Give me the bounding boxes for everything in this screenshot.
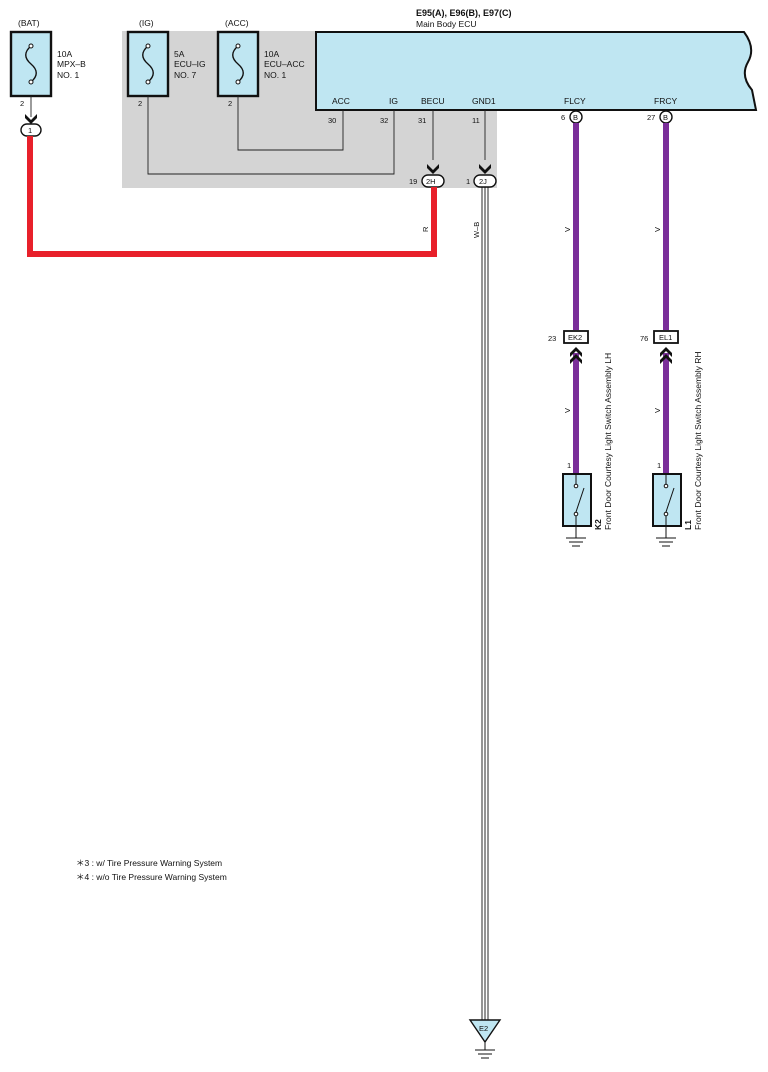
terminal-acc-label: ACC <box>332 96 350 106</box>
ecu-body <box>315 31 758 111</box>
flcy-connector-circle: B <box>569 110 583 124</box>
svg-text:23: 23 <box>548 334 556 343</box>
pin-frcy: 27 <box>647 113 655 122</box>
svg-text:ECU–ACC: ECU–ACC <box>264 59 305 69</box>
violet-wires <box>573 123 669 474</box>
violet-code-1: V <box>563 227 572 232</box>
ecu-name: Main Body ECU <box>416 19 476 29</box>
ground-e2: E2 <box>468 1019 502 1059</box>
chevron-icons <box>25 114 491 174</box>
pin-ig: 32 <box>380 116 388 125</box>
switch-l1-name: Front Door Courtesy Light Switch Assembl… <box>693 351 703 530</box>
svg-text:MPX–B: MPX–B <box>57 59 86 69</box>
red-wire <box>27 136 437 257</box>
svg-text:1: 1 <box>657 461 661 470</box>
pin-gnd1: 11 <box>472 116 480 125</box>
svg-text:76: 76 <box>640 334 648 343</box>
terminal-flcy-label: FLCY <box>564 96 586 106</box>
bat-junction-oval: 1 <box>20 123 42 137</box>
svg-text:5A: 5A <box>174 49 185 59</box>
pin-flcy: 6 <box>561 113 565 122</box>
svg-text:EL1: EL1 <box>659 333 672 342</box>
internal-wiring <box>30 96 486 175</box>
fuse-ecu-acc: (ACC) 10A ECU–ACC NO. 1 2 <box>216 18 305 108</box>
switch-l1-code: L1 <box>683 520 693 530</box>
svg-text:B: B <box>663 113 668 122</box>
pin-acc: 30 <box>328 116 336 125</box>
violet-code-4: V <box>653 408 662 413</box>
terminal-becu-label: BECU <box>421 96 445 106</box>
switch-l1: 1 <box>652 461 682 547</box>
svg-text:NO. 7: NO. 7 <box>174 70 196 80</box>
wb-ground-wire <box>481 187 489 1020</box>
frcy-connector-circle: B <box>659 110 673 124</box>
svg-text:NO. 1: NO. 1 <box>264 70 286 80</box>
connector-ek2: 23 EK2 <box>548 330 589 364</box>
violet-code-3: V <box>563 408 572 413</box>
terminal-ig-label: IG <box>389 96 398 106</box>
svg-text:2: 2 <box>20 99 24 108</box>
fuse-mpx-b: (BAT) 10A MPX–B NO. 1 2 <box>9 18 86 108</box>
junction-2h-oval: 19 2H <box>409 174 445 188</box>
switch-k2-name: Front Door Courtesy Light Switch Assembl… <box>603 353 613 530</box>
connector-el1: 76 EL1 <box>640 330 679 364</box>
note-2: ＊4 : w/o Tire Pressure Warning System <box>76 872 227 882</box>
switch-k2-code: K2 <box>593 519 603 530</box>
svg-text:19: 19 <box>409 177 417 186</box>
ecu-connectors: E95(A), E96(B), E97(C) <box>416 8 512 18</box>
pin-becu: 31 <box>418 116 426 125</box>
terminal-gnd1-label: GND1 <box>472 96 496 106</box>
svg-text:ECU–IG: ECU–IG <box>174 59 206 69</box>
svg-text:B: B <box>573 113 578 122</box>
svg-text:2: 2 <box>228 99 232 108</box>
svg-text:1: 1 <box>466 177 470 186</box>
svg-text:2H: 2H <box>426 177 436 186</box>
svg-text:1: 1 <box>28 126 32 135</box>
svg-text:NO. 1: NO. 1 <box>57 70 79 80</box>
svg-text:2J: 2J <box>479 177 487 186</box>
svg-text:(BAT): (BAT) <box>18 18 40 28</box>
terminal-frcy-label: FRCY <box>654 96 677 106</box>
svg-text:10A: 10A <box>57 49 72 59</box>
note-1: ＊3 : w/ Tire Pressure Warning System <box>76 858 222 868</box>
svg-text:E2: E2 <box>479 1024 488 1033</box>
svg-text:1: 1 <box>567 461 571 470</box>
fuse-ecu-ig: (IG) 5A ECU–IG NO. 7 2 <box>126 18 206 108</box>
svg-text:2: 2 <box>138 99 142 108</box>
wb-wire-code: W–B <box>472 222 481 238</box>
svg-text:EK2: EK2 <box>568 333 582 342</box>
svg-text:(IG): (IG) <box>139 18 154 28</box>
violet-code-2: V <box>653 227 662 232</box>
red-wire-code: R <box>421 226 430 232</box>
switch-k2: 1 <box>562 461 592 547</box>
svg-text:10A: 10A <box>264 49 279 59</box>
svg-text:(ACC): (ACC) <box>225 18 249 28</box>
